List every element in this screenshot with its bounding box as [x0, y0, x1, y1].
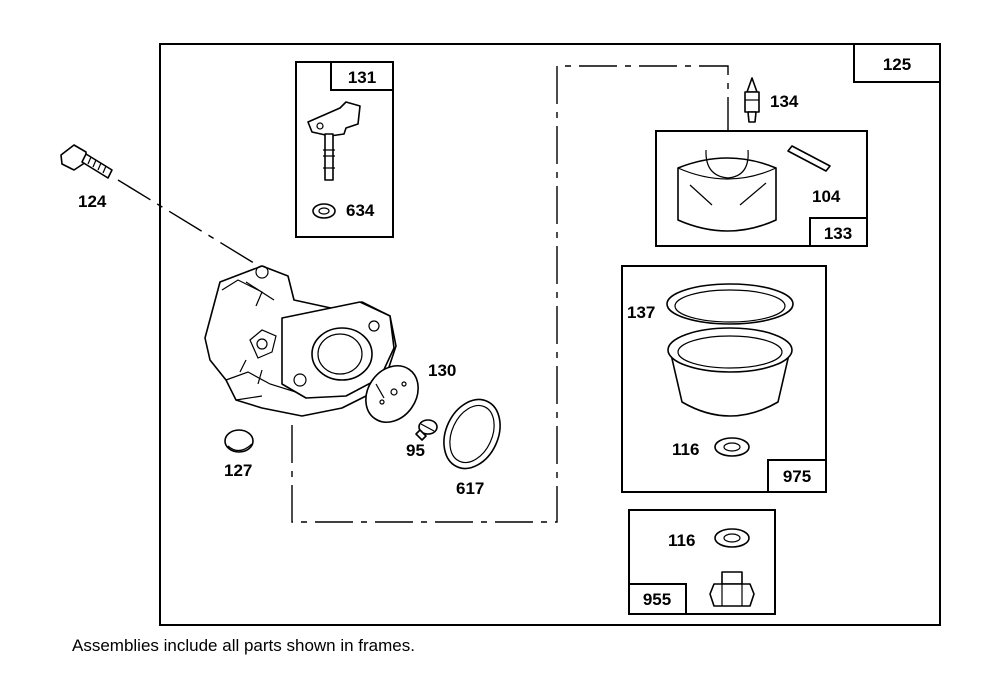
- throttle-plate-number: 130: [428, 361, 456, 380]
- choke-assembly-frame: [295, 61, 394, 238]
- gasket-number: 617: [456, 479, 484, 498]
- needle-valve-number: 134: [770, 92, 799, 111]
- screw-part: [415, 419, 438, 441]
- throttle-plate-part: [365, 365, 419, 423]
- choke-assembly-tag-box: [330, 61, 394, 91]
- outer-assembly-number: 125: [883, 55, 911, 74]
- drain-plug-part: [709, 571, 755, 607]
- plug-assembly-tag-box: [628, 583, 687, 615]
- outer-assembly-tag-box: [853, 43, 941, 83]
- plug-assembly-frame: [628, 509, 776, 615]
- choke-shaft-part: [307, 101, 361, 181]
- float-part: [677, 149, 777, 232]
- welch-plug-part: [224, 429, 254, 453]
- hinge-pin-number: 104: [812, 187, 841, 206]
- bowl-assembly-tag-box: [767, 459, 827, 493]
- plug-washer-part: [714, 528, 750, 548]
- bowl-assembly-number: 975: [783, 467, 811, 486]
- bowl-assembly-frame: [621, 265, 827, 493]
- footnote: Assemblies include all parts shown in fr…: [72, 636, 415, 655]
- choke-assembly-number: 131: [348, 68, 376, 87]
- bowl-gasket-number: 137: [627, 303, 655, 322]
- bolt-part: [60, 144, 113, 179]
- float-assembly-frame: [655, 130, 868, 247]
- welch-plug-number: 127: [224, 461, 252, 480]
- needle-valve-part: [744, 77, 760, 123]
- choke-seal-part: [312, 203, 336, 219]
- hinge-pin-part: [787, 145, 831, 172]
- gasket-part: [443, 398, 501, 470]
- float-assembly-tag-box: [809, 217, 868, 247]
- outer-assembly-frame: [159, 43, 941, 626]
- bolt-number: 124: [78, 192, 107, 211]
- float-assembly-number: 133: [824, 224, 852, 243]
- bowl-washer-part: [714, 437, 750, 457]
- choke-seal-number: 634: [346, 201, 375, 220]
- screw-number: 95: [406, 441, 425, 460]
- bowl-part: [667, 327, 793, 417]
- bowl-washer-number: 116: [672, 440, 699, 459]
- assembly-leader-line: [291, 65, 729, 523]
- bowl-gasket-part: [666, 283, 794, 325]
- plug-assembly-number: 955: [643, 590, 671, 609]
- plug-washer-number: 116: [668, 531, 695, 550]
- bolt-leader-line: [117, 179, 263, 269]
- carburetor-body-part: [204, 265, 397, 417]
